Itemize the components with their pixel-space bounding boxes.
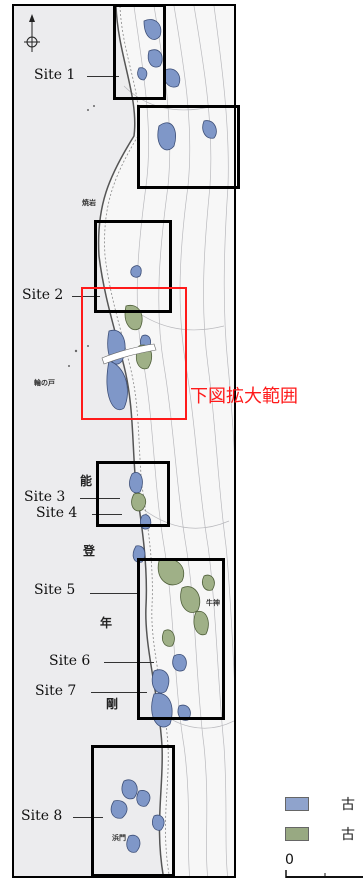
site-box-2 (94, 220, 172, 313)
place-name-no: 能 (80, 474, 93, 488)
site-box-1 (113, 4, 166, 100)
site-8-label: Site 8 (21, 808, 63, 824)
map-terrain (68, 6, 234, 876)
site-box-3-4 (96, 461, 170, 527)
site-3-leader (80, 498, 120, 499)
map-frame (12, 4, 236, 878)
small-place-ushigami: 牛神 (206, 599, 220, 607)
zoom-area-label: 下図拡大範囲 (190, 386, 298, 407)
site-box-5-7 (137, 558, 225, 720)
legend-swatch-green (285, 827, 309, 841)
site-4-label: Site 4 (36, 505, 78, 521)
place-name-to: 登 (83, 544, 96, 558)
site-box-8 (91, 745, 175, 877)
legend-label-blue: 古 (341, 797, 355, 813)
site-7-label: Site 7 (35, 683, 77, 699)
site-1-leader (87, 76, 119, 77)
small-place-hamamon: 浜門 (112, 834, 126, 842)
legend-swatch-blue (285, 797, 309, 811)
site-5-leader (90, 593, 140, 594)
site-6-label: Site 6 (49, 653, 91, 669)
scale-start-label: 0 (285, 852, 294, 868)
site-3-label: Site 3 (24, 489, 66, 505)
zoom-area-box (81, 287, 187, 420)
small-place-wanoto: 輪の戸 (34, 379, 55, 387)
site-6-leader (104, 662, 154, 663)
site-7-leader (91, 692, 147, 693)
site-box-1b (137, 105, 240, 189)
north-arrow-icon (24, 14, 40, 52)
site-8-leader (73, 817, 103, 818)
legend-label-green: 古 (341, 827, 355, 843)
place-name-nen: 年 (100, 616, 113, 630)
scale-bar (285, 870, 363, 878)
site-2-label: Site 2 (22, 287, 64, 303)
small-place-yakeiwa: 焼岩 (82, 199, 96, 207)
site-4-leader (92, 514, 122, 515)
site-1-label: Site 1 (34, 67, 76, 83)
place-name-go: 剛 (106, 697, 119, 711)
site-2-leader (72, 296, 100, 297)
site-5-label: Site 5 (34, 582, 76, 598)
